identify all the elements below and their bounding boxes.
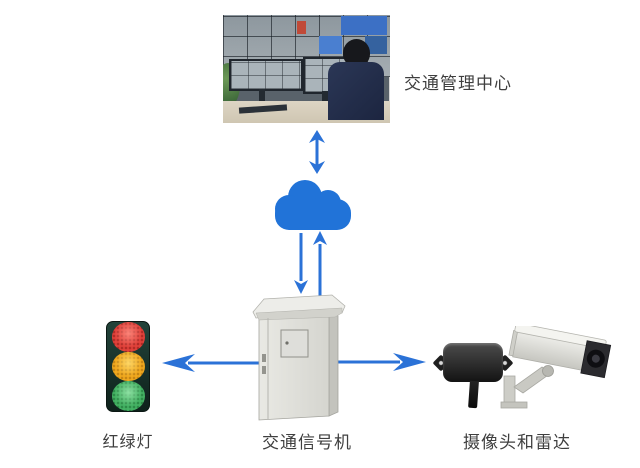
video-wall-blue-screen	[341, 16, 387, 35]
signal-controller-cabinet	[252, 294, 346, 421]
double-arrow-center-cloud-icon	[309, 130, 325, 174]
video-wall-red-screen	[297, 21, 306, 34]
desk-monitor-left	[229, 59, 303, 91]
green-light	[111, 381, 145, 412]
down-arrow-cloud-controller-icon	[294, 233, 308, 294]
video-wall-blue-screen	[319, 36, 342, 54]
up-arrow-controller-cloud-icon	[313, 231, 327, 296]
operator-torso	[328, 62, 384, 120]
camera-radar-label: 摄像头和雷达	[463, 433, 571, 453]
radar-body	[443, 343, 503, 382]
cctv-camera	[500, 326, 612, 409]
traffic-light	[106, 321, 150, 412]
video-wall-blue-screen	[365, 36, 387, 54]
signal-controller-label: 交通信号机	[262, 433, 352, 453]
traffic-light-label: 红绿灯	[102, 432, 154, 451]
operator-person	[328, 39, 384, 123]
arrow-to-traffic-light-icon	[162, 354, 260, 372]
red-light	[111, 322, 145, 352]
keyboard	[238, 104, 288, 114]
control-room-photo	[223, 15, 390, 123]
management-center-label: 交通管理中心	[404, 74, 512, 94]
monitor-stand	[322, 91, 328, 101]
arrow-to-camera-radar-icon	[338, 353, 426, 371]
monitor-stand	[259, 89, 265, 101]
radar-sensor	[432, 343, 514, 413]
cloud-icon	[275, 180, 351, 230]
radar-cable	[468, 380, 479, 409]
yellow-light	[111, 351, 145, 382]
